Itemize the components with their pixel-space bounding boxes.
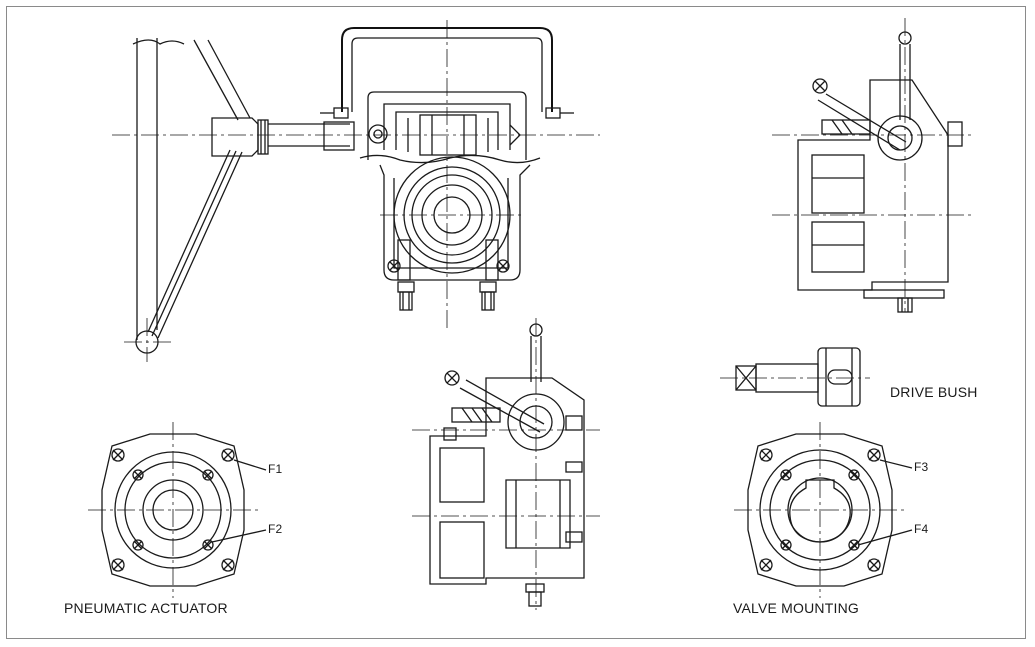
gearbox-front-view — [268, 20, 574, 330]
bolt-holes-f3 — [759, 448, 881, 572]
handwheel — [124, 38, 269, 362]
valve-mounting-label: VALVE MOUNTING — [733, 600, 859, 616]
f3-label: F3 — [914, 460, 929, 474]
drawing-frame — [6, 6, 1026, 639]
pneumatic-actuator-flange — [88, 422, 267, 598]
gearbox-side-view — [772, 18, 975, 313]
f1-label: F1 — [268, 462, 283, 476]
valve-mounting-flange — [734, 422, 913, 598]
bolt-holes-f2 — [132, 469, 214, 551]
gearbox-section-view — [412, 318, 600, 610]
bolt-holes-f1 — [111, 448, 235, 572]
bolt-holes-f4 — [780, 469, 860, 551]
f2-label: F2 — [268, 522, 283, 536]
drive-bush-drawing — [720, 347, 870, 407]
f4-label: F4 — [914, 522, 929, 536]
drive-bush-label: DRIVE BUSH — [890, 384, 978, 400]
pneumatic-actuator-label: PNEUMATIC ACTUATOR — [64, 600, 228, 616]
